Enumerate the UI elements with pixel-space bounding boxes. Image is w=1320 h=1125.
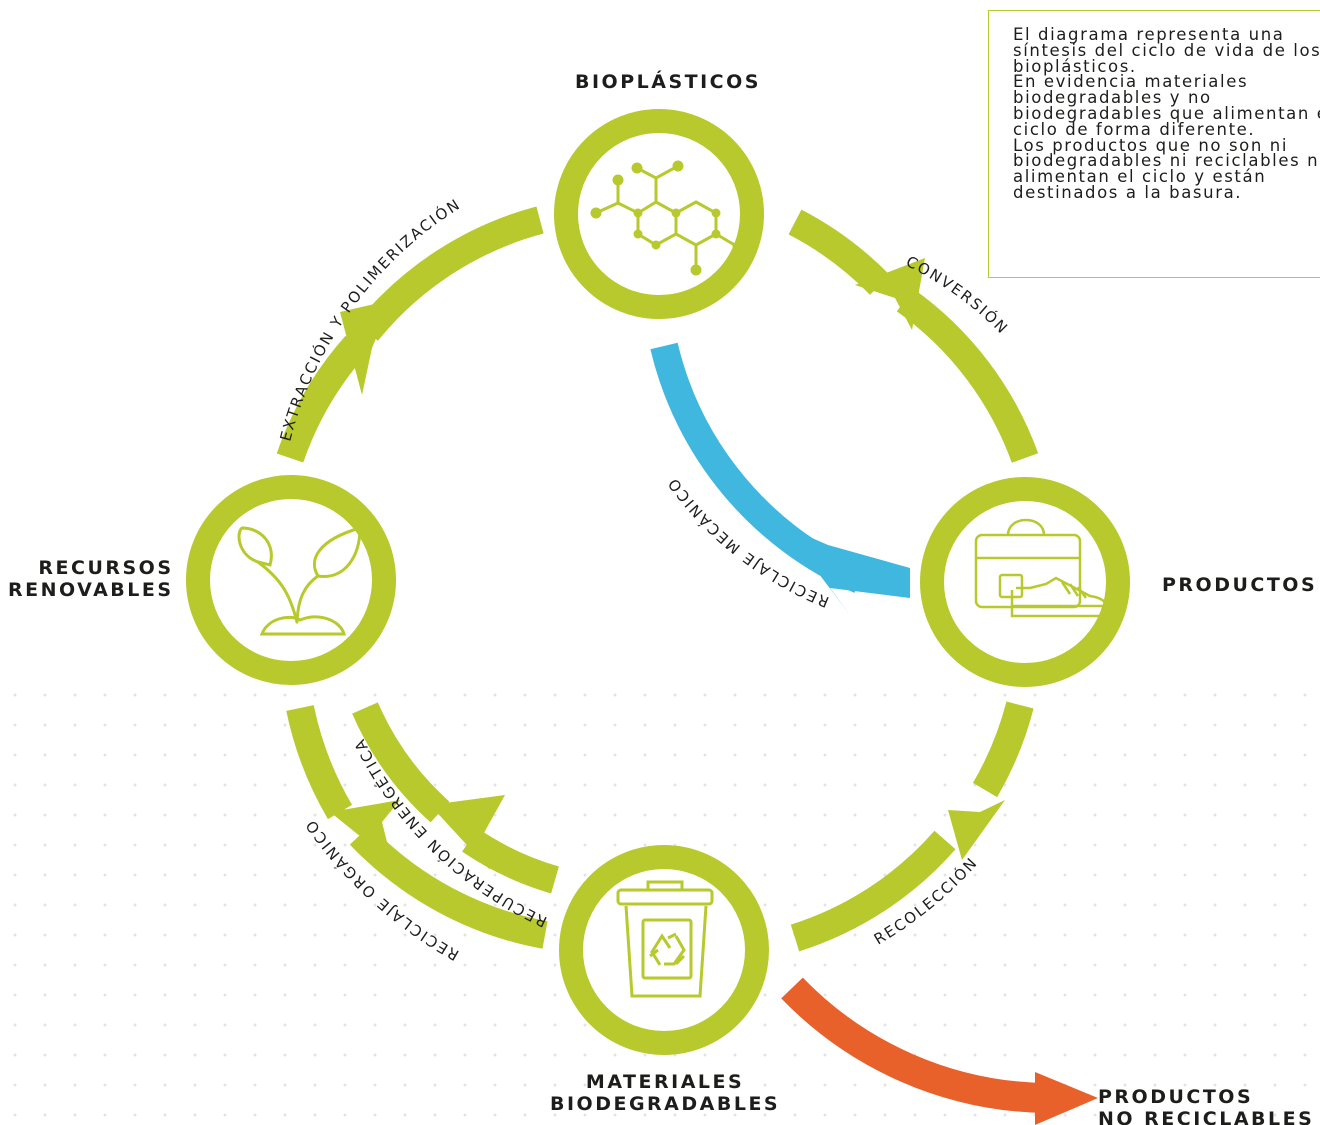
arrow-extraccion [340,300,392,395]
arrow-no-reciclables [1035,1072,1098,1125]
label-recursos-renovables: RECURSOS RENOVABLES [8,557,174,601]
arc-reciclaje-organico-2 [286,705,353,820]
info-box: El diagrama representa una síntesis del … [988,10,1320,278]
arrow-conversion [855,258,925,330]
bag-and-shoe-icon [974,518,1110,618]
arc-recuperacion-2 [352,702,450,823]
main-cycle-arcs [276,206,1039,952]
arrow-recuperacion [430,795,505,870]
node-productos [920,477,1130,687]
node-materiales-biodegradables [559,845,769,1055]
arc-reciclaje-organico [349,825,548,949]
molecule-icon [590,160,744,276]
arc-recoleccion-2 [790,830,956,952]
arc-extraccion [276,335,367,463]
node-bioplasticos [554,109,764,319]
label-materiales-biodegradables: MATERIALES BIODEGRADABLES [550,1071,781,1115]
label-productos: PRODUCTOS [1162,574,1318,596]
label-productos-no-reciclables: PRODUCTOS NO RECICLABLES [1098,1086,1315,1125]
arrow-reciclaje-mecanico [782,525,910,615]
arrow-recoleccion [948,800,1005,860]
label-bioplasticos: BIOPLÁSTICOS [575,71,761,93]
arc-reciclaje-mecanico [650,342,866,593]
node-recursos-renovables [186,475,396,685]
arc-no-reciclables [781,977,1046,1113]
arc-conversion [788,209,891,295]
arrow-organico [330,800,400,862]
recycling-bin-icon [616,880,714,998]
info-box-text: El diagrama representa una síntesis del … [1013,25,1320,202]
arc-extraccion-2 [356,206,544,341]
arc-recoleccion [972,701,1034,798]
arrowheads [330,258,1005,870]
arc-conversion-2 [896,288,1039,463]
sprout-icon [237,526,362,636]
